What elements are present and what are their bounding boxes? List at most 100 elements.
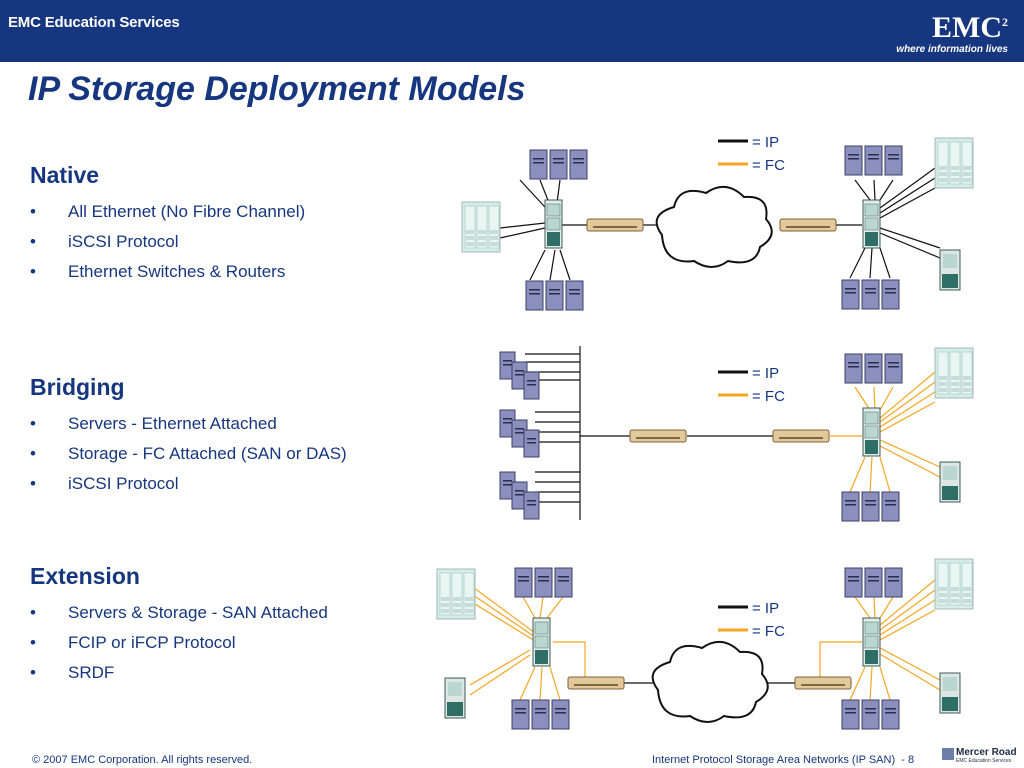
fc-link [873,386,876,411]
server-rack-icon [514,567,573,598]
mercer-road-logo: Mercer Road EMC Education Services [942,747,1018,765]
server-rack-icon [511,699,570,730]
bullet-marker: • [30,232,36,251]
course-title: Internet Protocol Storage Area Networks … [652,754,896,766]
fc-legend-label: = FC [752,157,785,174]
fc-director-icon [532,617,551,667]
bullet-marker: • [30,474,36,493]
storage-unit-icon [939,249,961,291]
router-icon [629,429,687,443]
fc-director-icon [862,199,881,249]
ip-link [879,167,936,209]
edu-services-label: EMC Education Services [8,14,180,31]
emc-brand: EMC [932,11,1002,44]
ip-link [879,227,941,249]
fc-link [869,456,873,493]
fc-link [879,609,936,641]
bullet-item: •Storage - FC Attached (SAN or DAS) [30,439,347,469]
bullet-item: • iSCSI Protocol [30,227,305,257]
server-icon [523,429,540,458]
ip-legend-label: = IP [752,134,779,151]
emc-tagline: where information lives [896,44,1008,55]
bullet-item: • SRDF [30,658,328,688]
server-icon [523,491,540,520]
ip-link [879,177,936,214]
router-icon [794,676,852,690]
storage-unit-icon [939,672,961,714]
fc-link [879,579,936,626]
bullet-marker: • [30,262,36,281]
network-cloud-icon [651,641,769,723]
storage-array-icon [436,568,476,620]
fc-director-icon [862,617,881,667]
storage-array-icon [934,347,974,399]
page-title: IP Storage Deployment Models [28,70,526,108]
bullet-text: SRDF [68,663,115,682]
ip-link [849,247,866,279]
ip-link [499,222,546,229]
router-icon [567,676,625,690]
server-icon [499,351,516,380]
bullet-text: iSCSI Protocol [68,232,179,251]
fc-link [879,381,936,423]
bridging-diagram: = IP= FC [499,346,974,522]
bullet-text: FCIP or iFCP Protocol [68,633,236,652]
fc-link [539,666,543,701]
fc-link [469,592,536,638]
bullet-text: iSCSI Protocol [68,474,179,493]
fc-link [879,401,936,433]
section-extension: Extension •Servers & Storage - SAN Attac… [30,563,328,688]
section-bridging: Bridging • Servers - Ethernet Attached •S… [30,374,347,499]
ip-link [879,232,941,259]
fc-link [849,666,866,701]
bullet-marker: • [30,603,36,622]
fc-link [539,596,544,619]
storage-array-icon [934,137,974,189]
partner-sub: EMC Education Services [956,758,1012,764]
bullet-marker: • [30,444,36,463]
bullet-text: All Ethernet (No Fibre Channel) [68,202,306,221]
section-heading: Native [30,162,100,188]
bullet-text: Servers - Ethernet Attached [68,414,277,433]
server-rack-icon [525,280,584,311]
fc-link [879,596,894,619]
server-icon [523,371,540,400]
bullet-marker: • [30,414,36,433]
fc-link [879,391,936,428]
section-heading: Extension [30,563,140,589]
ip-legend-label: = IP [752,600,779,617]
storage-unit-icon [939,461,961,503]
fc-director-icon [544,199,563,249]
page-number: - 8 [901,754,915,766]
ip-link [854,179,871,201]
fc-link [469,584,536,634]
fc-link [549,666,561,701]
fc-link [879,371,936,419]
bullet-item: •Ethernet Switches & Routers [30,257,305,287]
section-heading: Bridging [30,374,125,400]
bullet-item: •All Ethernet (No Fibre Channel) [30,197,305,227]
server-rack-icon [844,567,903,598]
fc-legend-label: = FC [752,623,785,640]
mercer-logo-icon [942,748,954,760]
ip-link [529,249,546,281]
fc-legend-label: = FC [752,388,785,405]
bullet-marker: • [30,633,36,652]
server-icon [499,471,516,500]
storage-array-icon [461,201,501,253]
copyright: © 2007 EMC Corporation. All rights reser… [32,754,253,766]
bullet-item: • iSCSI Protocol [30,469,347,499]
fc-link [469,600,536,642]
fc-link [849,456,866,493]
server-rack-icon [841,279,900,310]
network-cloud-icon [655,186,773,268]
storage-unit-icon [444,677,466,719]
server-rack-icon [841,491,900,522]
ip-link [879,179,894,201]
router-icon [772,429,830,443]
fc-link [519,666,536,701]
fc-link [879,599,936,636]
native-diagram: = IP = FC [461,134,974,311]
fc-link [469,654,531,696]
bullet-marker: • [30,663,36,682]
